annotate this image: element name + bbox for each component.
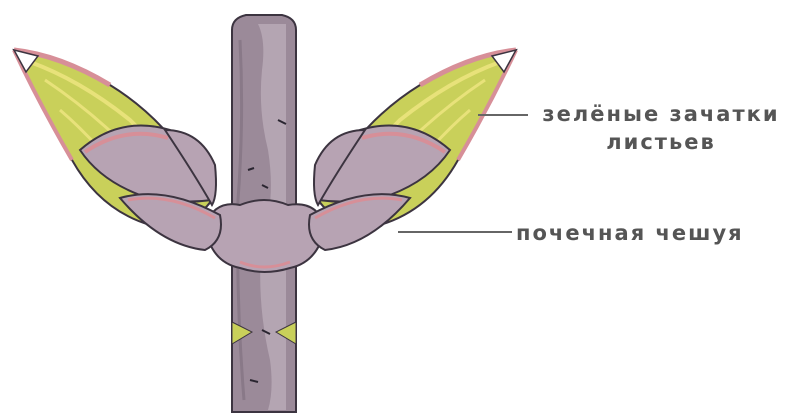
left-bud bbox=[14, 50, 221, 250]
label-bud-scale: почечная чешуя bbox=[516, 219, 744, 247]
label-leaf-primordia: зелёные зачатки листьев bbox=[530, 100, 792, 156]
right-bud bbox=[309, 50, 516, 250]
label-leaf-primordia-line1: зелёные зачатки bbox=[530, 100, 792, 128]
label-leaf-primordia-line2: листьев bbox=[530, 128, 792, 156]
node bbox=[205, 200, 325, 272]
